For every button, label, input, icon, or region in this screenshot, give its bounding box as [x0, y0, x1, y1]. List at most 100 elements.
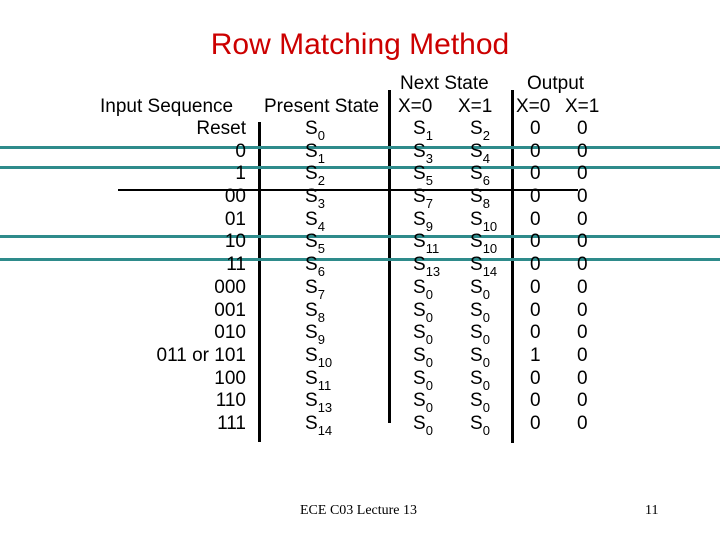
present-state-cell: S13	[305, 390, 333, 416]
output-x0-cell: 0	[530, 208, 541, 230]
output-x0-cell: 0	[530, 254, 541, 276]
state-index: 1	[317, 150, 325, 166]
input-sequence-cell: 01	[224, 208, 246, 230]
next-state-x1-cell: S8	[470, 186, 490, 211]
state-letter: S	[413, 140, 426, 162]
state-index: 0	[425, 286, 433, 302]
state-index: 6	[482, 173, 490, 189]
state-letter: S	[305, 118, 318, 139]
next-state-x0-cell: S11	[413, 231, 440, 257]
next-state-x1-cell: S10	[470, 208, 498, 234]
state-index: 5	[425, 173, 433, 189]
next-state-x1-cell: S4	[470, 140, 490, 166]
state-letter: S	[470, 299, 483, 321]
input-sequence-cell: 111	[217, 412, 246, 434]
state-index: 10	[482, 218, 498, 234]
state-index: 11	[425, 241, 440, 257]
next-state-x0-cell: S9	[413, 208, 433, 234]
next-state-x0-cell: S1	[413, 118, 433, 143]
state-letter: S	[413, 163, 426, 185]
footer-text: ECE C03 Lecture 13	[300, 503, 418, 518]
next-state-x1-cell: S14	[470, 254, 497, 279]
input-sequence-cell: 000	[214, 276, 246, 298]
header-present-state: Present State	[264, 96, 380, 117]
state-letter: S	[305, 276, 318, 298]
next-state-x1-cell: S0	[470, 322, 490, 347]
input-sequence-cell: 11	[226, 254, 246, 276]
header-next-x1: X=1	[458, 96, 493, 117]
input-sequence-cell: 10	[224, 231, 246, 253]
present-state-cell: S0	[305, 118, 325, 143]
state-letter: S	[413, 344, 426, 366]
state-index: 1	[425, 128, 433, 143]
highlight-line-5	[0, 258, 720, 261]
state-index: 9	[317, 332, 325, 348]
output-x0-cell: 0	[530, 367, 541, 389]
input-sequence-cell: 00	[224, 186, 246, 208]
header-next-x0: X=0	[398, 96, 433, 117]
input-sequence-cell: 001	[214, 299, 246, 321]
state-letter: S	[305, 231, 318, 253]
present-state-cell: S8	[305, 300, 325, 325]
output-x0-cell: 0	[530, 299, 541, 321]
state-index: 7	[425, 196, 433, 212]
state-index: 7	[317, 286, 325, 302]
state-letter: S	[413, 367, 426, 389]
state-index: 6	[317, 264, 325, 280]
present-state-cell: S6	[305, 254, 325, 280]
output-x0-cell: 0	[530, 412, 541, 434]
state-letter: S	[305, 208, 318, 230]
state-letter: S	[413, 208, 426, 230]
state-letter: S	[470, 140, 483, 162]
highlight-line-1	[0, 146, 720, 149]
output-x0-cell: 0	[530, 118, 541, 139]
state-letter: S	[470, 344, 483, 366]
output-x1-cell: 0	[577, 299, 588, 321]
present-state-cell: S5	[305, 231, 325, 256]
state-index: 8	[317, 309, 325, 325]
next-state-x1-cell: S0	[470, 413, 490, 438]
state-index: 13	[317, 400, 333, 416]
state-letter: S	[413, 254, 426, 276]
state-letter: S	[305, 367, 318, 389]
state-letter: S	[413, 186, 426, 208]
state-index: 3	[425, 150, 433, 166]
output-x0-cell: 1	[530, 344, 541, 366]
next-state-x0-cell: S0	[413, 344, 433, 370]
output-x1-cell: 0	[577, 367, 588, 389]
state-letter: S	[413, 412, 426, 434]
present-state-cell: S10	[305, 344, 332, 370]
header-input-sequence: Input Sequence	[100, 96, 234, 117]
state-index: 0	[317, 128, 325, 143]
state-letter: S	[413, 299, 426, 321]
next-state-x0-cell: S0	[413, 277, 433, 302]
state-index: 3	[317, 196, 325, 212]
state-letter: S	[305, 254, 318, 276]
state-letter: S	[470, 276, 483, 298]
highlight-line-2	[0, 166, 720, 169]
input-sequence-cell: 100	[214, 367, 246, 389]
state-index: 0	[425, 422, 433, 438]
output-x1-cell: 0	[577, 322, 588, 344]
state-index: 0	[425, 400, 433, 416]
output-x1-cell: 0	[577, 118, 588, 139]
header-output: Output	[527, 73, 585, 94]
output-x0-cell: 0	[530, 163, 541, 185]
separator-input-state	[258, 122, 261, 442]
present-state-cell: S4	[305, 208, 325, 234]
output-x1-cell: 0	[577, 231, 588, 253]
state-letter: S	[470, 208, 483, 230]
output-x1-cell: 0	[577, 208, 588, 230]
state-letter: S	[413, 118, 426, 139]
output-x0-cell: 0	[530, 231, 541, 253]
next-state-x1-cell: S0	[470, 390, 490, 415]
state-letter: S	[305, 344, 318, 366]
